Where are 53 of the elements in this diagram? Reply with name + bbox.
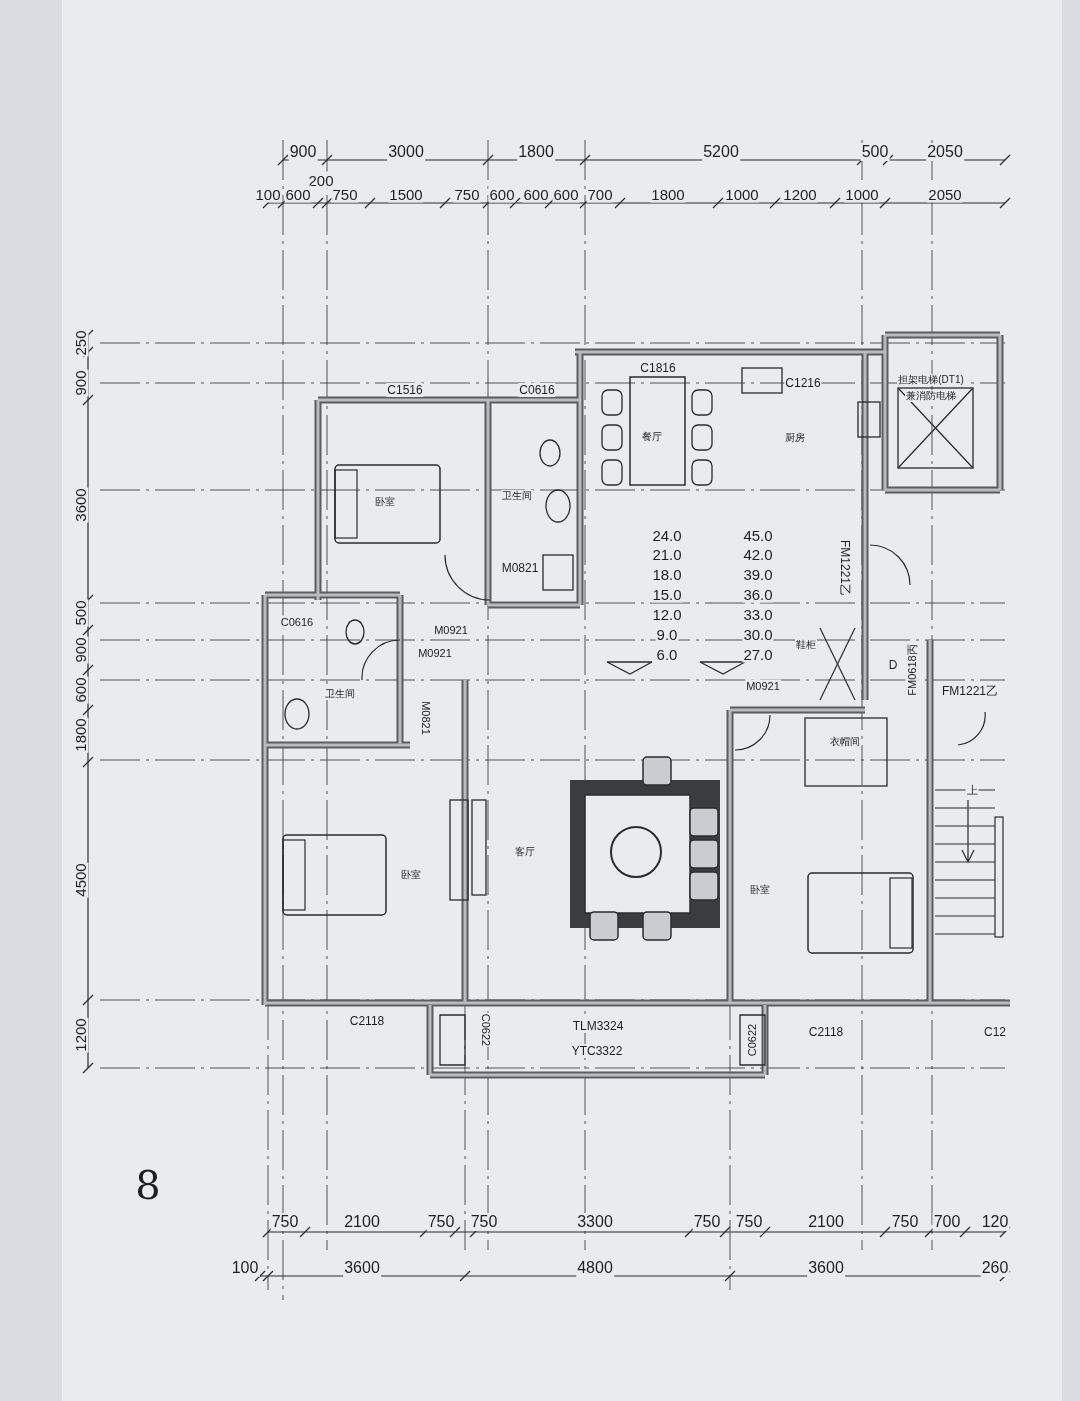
door-code: M0921 — [745, 679, 781, 693]
door-code: FM1221乙 — [941, 684, 999, 698]
dimension-text: 750 — [469, 1213, 499, 1231]
dimension-text: 600 — [488, 185, 516, 203]
dimension-text: 4800 — [576, 1259, 614, 1277]
elevator-label: 担架电梯(DT1) — [897, 374, 965, 386]
window-code: C0616 — [518, 383, 556, 397]
elevator-label: 兼消防电梯 — [905, 390, 957, 402]
door-code: TLM3324 — [571, 1019, 625, 1033]
dimension-text: 100 — [230, 1259, 260, 1277]
door-mark: D — [887, 658, 899, 672]
room-label: 卧室 — [749, 884, 771, 896]
door-code: M0821 — [500, 561, 540, 575]
window-code: C2118 — [807, 1025, 845, 1039]
dimension-text: 500 — [860, 143, 890, 161]
dimension-text: 2050 — [927, 185, 963, 203]
dimension-text: 750 — [426, 1213, 456, 1231]
room-label: 鞋柜 — [795, 639, 817, 651]
window-code: C1516 — [386, 383, 424, 397]
dimension-text: 3000 — [387, 143, 425, 161]
room-label: 卫生间 — [324, 688, 356, 700]
window-code: C2118 — [348, 1014, 386, 1028]
window-code: C1816 — [639, 361, 677, 375]
window-code: C0616 — [279, 615, 315, 629]
dimension-text: 750 — [692, 1213, 722, 1231]
door-code: M0921 — [433, 623, 469, 637]
dimension-text: 900 — [288, 143, 318, 161]
door-code: FM0618丙 — [905, 643, 919, 697]
room-label: 卧室 — [400, 869, 422, 881]
room-label: 餐厅 — [641, 431, 663, 443]
door-code: M0921 — [417, 646, 453, 660]
room-label: 卧室 — [374, 496, 396, 508]
dimension-text: 3600 — [343, 1259, 381, 1277]
room-label: 客厅 — [514, 846, 536, 858]
stair-direction-label: 上 — [965, 783, 979, 797]
dimension-text: 1000 — [844, 185, 880, 203]
door-code: FM1221乙 — [838, 539, 852, 597]
window-code: C1216 — [784, 376, 822, 390]
dimension-text: 120 — [980, 1213, 1010, 1231]
room-label: 衣帽间 — [829, 736, 861, 748]
room-label: 卫生间 — [501, 490, 533, 502]
window-code: YTC3322 — [570, 1044, 624, 1058]
dimension-text: 2050 — [926, 143, 964, 161]
dimension-text: 260 — [980, 1259, 1010, 1277]
room-label: 厨房 — [784, 432, 806, 444]
dimension-text: 3600 — [807, 1259, 845, 1277]
dimension-text: 750 — [270, 1213, 300, 1231]
dimension-text: 700 — [932, 1213, 962, 1231]
dimension-text: 200 — [307, 171, 335, 189]
window-code: C0622 — [745, 1022, 759, 1058]
window-code: C12 — [983, 1025, 1007, 1039]
dimension-text: 1800 — [517, 143, 555, 161]
dimension-text: 5200 — [702, 143, 740, 161]
